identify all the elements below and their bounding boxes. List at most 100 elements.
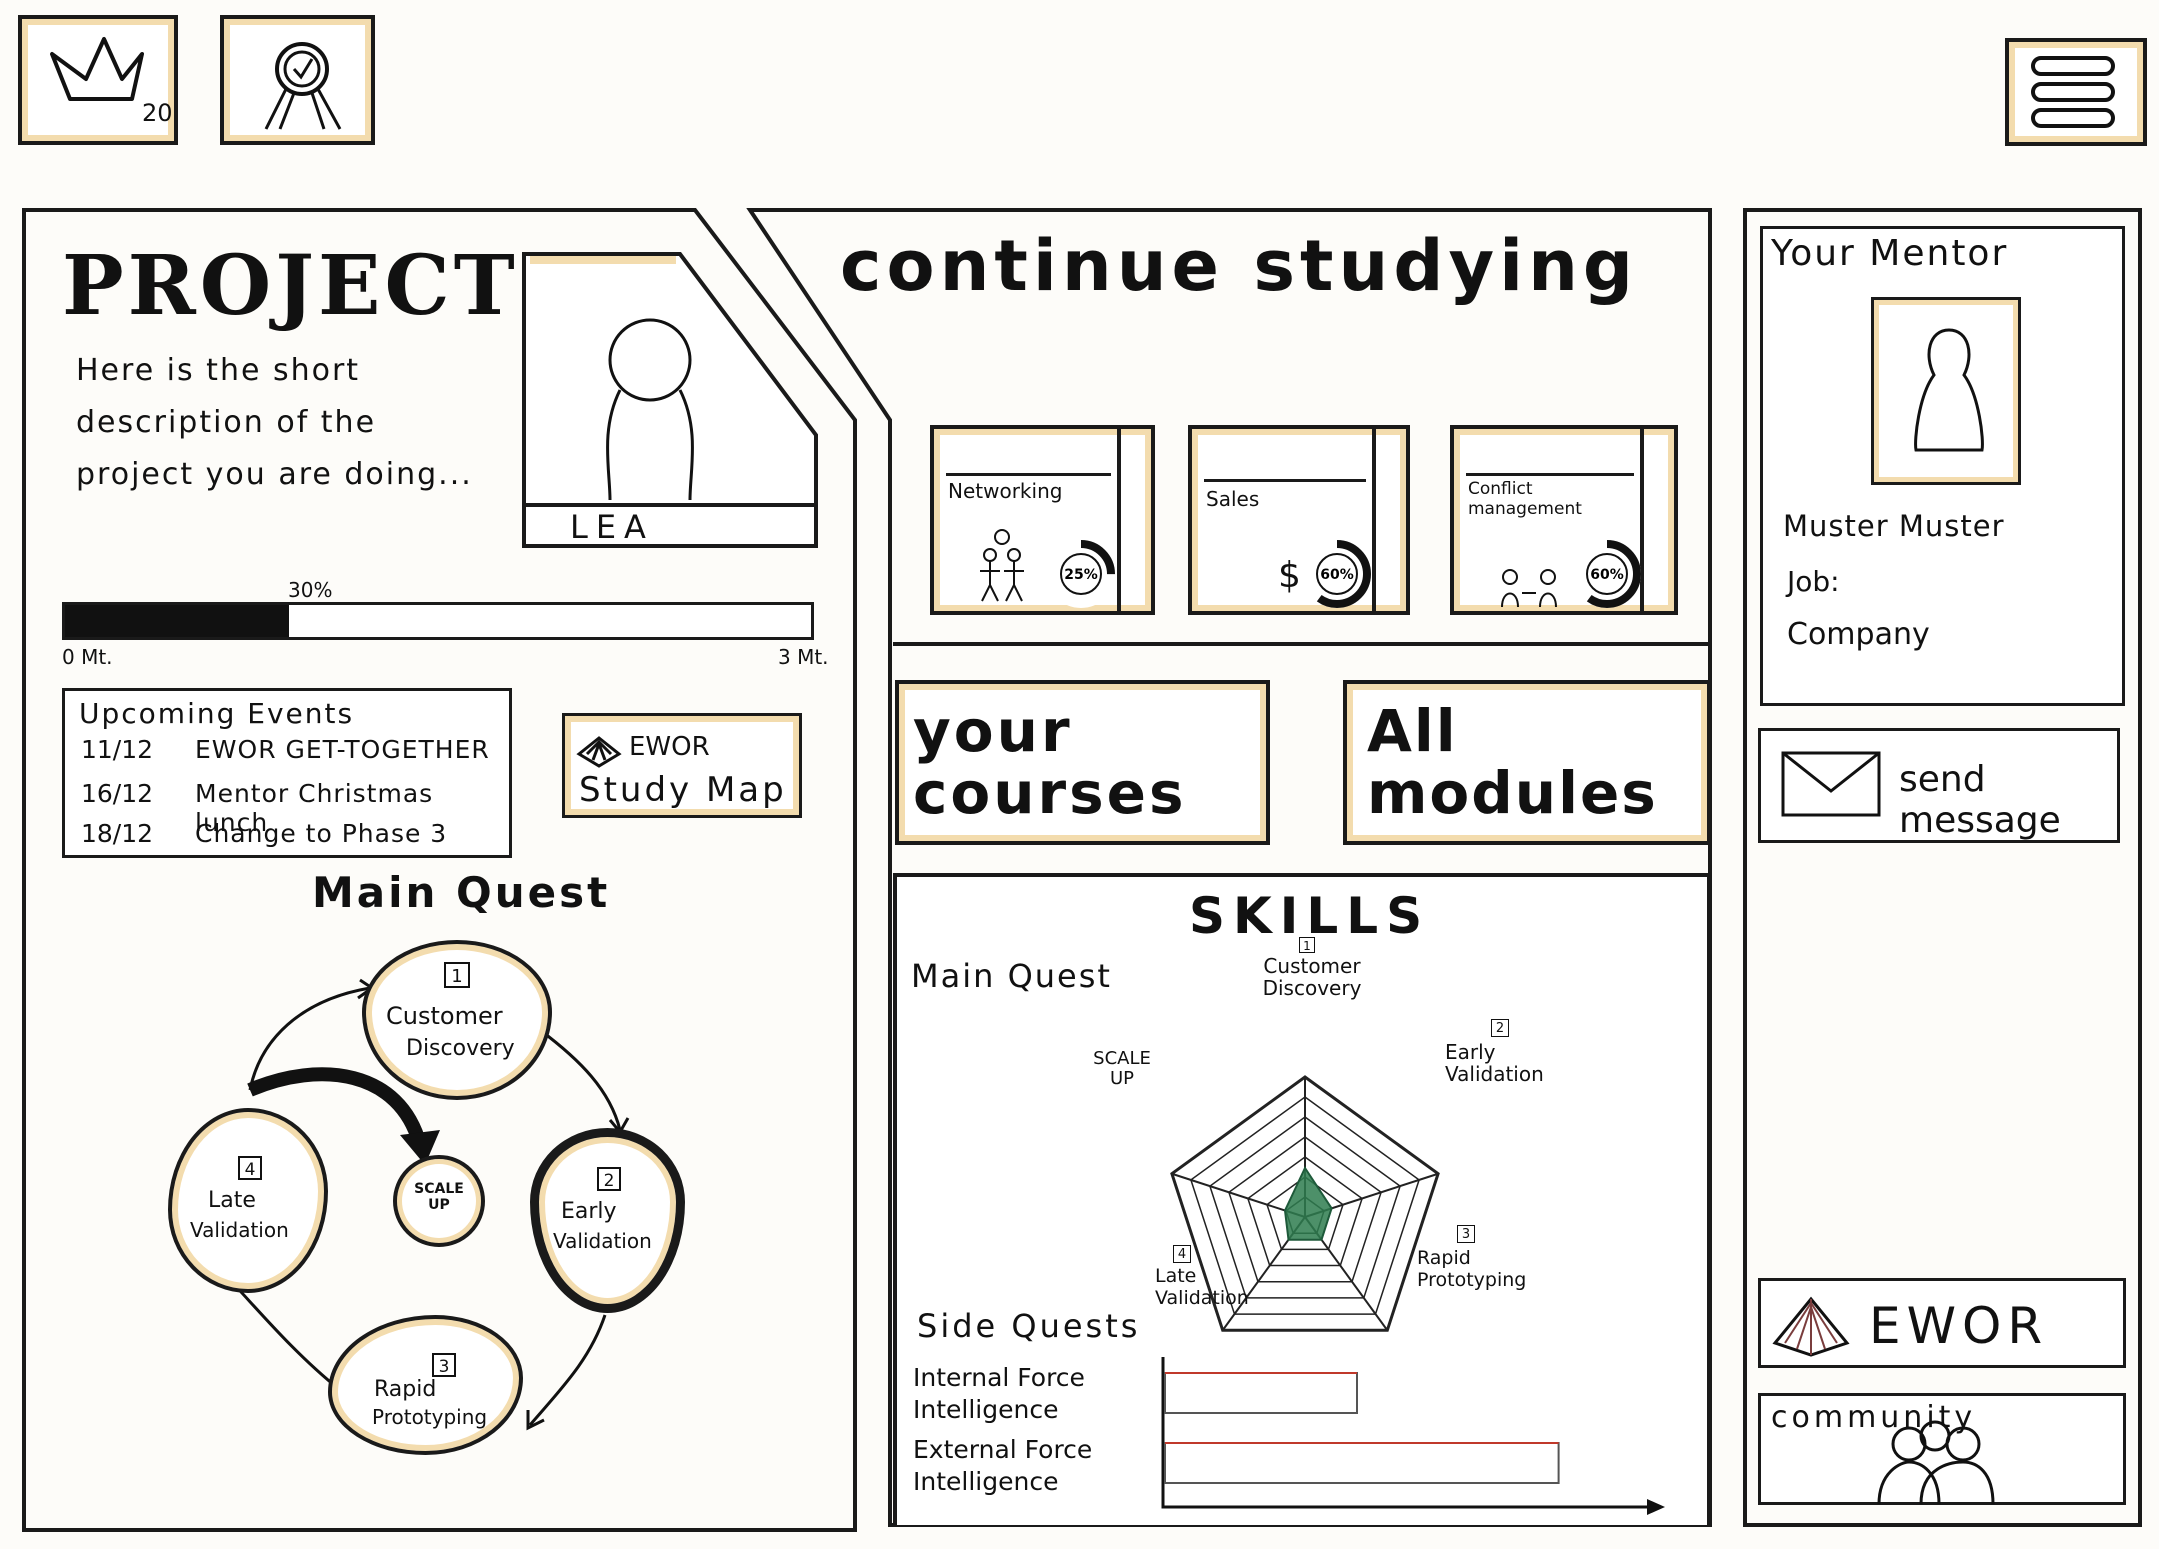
stage-number: 1 (444, 962, 470, 988)
quest-stage-rapid-prototyping[interactable]: 3 Rapid Prototyping (328, 1315, 523, 1455)
axis-label-scale-up: SCALE UP (1093, 1048, 1151, 1089)
quest-stage-early-validation[interactable]: 2 Early Validation (530, 1128, 685, 1313)
stage-number: 3 (432, 1353, 456, 1377)
stage-label-line2: Validation (553, 1229, 652, 1253)
community-people-icon (1877, 1420, 1995, 1505)
team-member-card[interactable]: LEA (520, 250, 820, 550)
stage-label-line2: Validation (190, 1218, 289, 1242)
study-map-button[interactable]: EWOR Study Map (562, 713, 802, 818)
radar-grid-ring (1190, 1096, 1420, 1315)
axis-label-early-validation: Early Validation (1445, 1040, 1544, 1086)
card-rule (1466, 473, 1634, 476)
your-courses-label: your courses (913, 697, 1187, 827)
radar-skill-area (1283, 1165, 1333, 1241)
stage-label-line1: Early (561, 1199, 617, 1224)
side-quest-bar (1164, 1372, 1358, 1414)
radar-grid-ring (1228, 1136, 1382, 1283)
radar-axis-line (1171, 1172, 1306, 1218)
mentor-job-label: Job: (1787, 565, 1840, 598)
your-courses-button[interactable]: your courses (895, 680, 1270, 845)
side-quest-axis-arrow (1647, 1499, 1665, 1515)
quest-stage-customer-discovery[interactable]: 1 Customer Discovery (362, 940, 552, 1100)
stage-number: 2 (597, 1167, 621, 1191)
stage-label-line2: Prototyping (372, 1405, 488, 1429)
upcoming-events-panel: Upcoming Events 11/12 EWOR GET-TOGETHER … (62, 688, 512, 858)
event-name: Change to Phase 3 (195, 819, 448, 848)
crown-icon (50, 37, 144, 101)
stage-number: 4 (238, 1156, 262, 1180)
send-message-button[interactable]: send message (1758, 728, 2120, 843)
axis-label-customer-discovery: Customer Discovery (1262, 954, 1362, 1000)
ewor-link-button[interactable]: EWOR (1758, 1278, 2126, 1368)
menu-button[interactable] (2005, 38, 2147, 146)
course-progress-label: 60% (1320, 567, 1354, 583)
study-map-label: Study Map (579, 770, 787, 810)
radar-grid-ring (1247, 1156, 1363, 1267)
axis-number: 4 (1173, 1245, 1191, 1263)
mentor-title: Your Mentor (1771, 233, 2009, 274)
achievement-badge[interactable] (220, 15, 375, 145)
people-conflict-icon (1501, 569, 1557, 608)
study-map-brand: EWOR (629, 732, 710, 762)
crown-badge[interactable]: 20 (18, 15, 178, 145)
dollar-icon: $ (1278, 555, 1301, 596)
course-progress-donut: 60% (1573, 540, 1641, 608)
skills-panel: SKILLS Main Quest 1 Customer Discovery 2… (893, 873, 1711, 1525)
card-edge (1640, 429, 1674, 611)
main-quest-title: Main Quest (312, 868, 611, 917)
stage-label-line2: Discovery (406, 1036, 515, 1061)
progress-start-label: 0 Mt. (62, 645, 113, 669)
continue-studying-title: continue studying (840, 225, 1639, 307)
course-name: Sales (1206, 487, 1260, 511)
scale-up-line1: SCALE (414, 1181, 464, 1197)
progress-percent-label: 30% (288, 578, 333, 602)
project-progress-bar (62, 602, 814, 640)
upcoming-events-title: Upcoming Events (79, 697, 355, 730)
course-card-networking[interactable]: Networking 25% (930, 425, 1155, 615)
side-quests-label: Side Quests (917, 1307, 1141, 1345)
radar-grid-ring (1266, 1176, 1344, 1251)
community-link-button[interactable]: community (1758, 1393, 2126, 1505)
skills-main-quest-label: Main Quest (911, 957, 1112, 995)
course-progress-label: 60% (1590, 567, 1624, 583)
axis-number: 3 (1457, 1225, 1475, 1243)
radar-grid-ring (1209, 1116, 1401, 1299)
event-date: 18/12 (81, 819, 154, 848)
team-member-frame (522, 252, 818, 548)
stage-label-line1: Customer (386, 1002, 503, 1030)
event-row[interactable]: 11/12 EWOR GET-TOGETHER (65, 735, 509, 779)
radar-grid-ring (1170, 1075, 1440, 1332)
quest-stage-late-validation[interactable]: 4 Late Validation (168, 1108, 328, 1293)
event-name: Mentor Christmas lunch (195, 779, 434, 837)
project-progress-fill (65, 605, 289, 637)
stage-label-line1: Rapid (374, 1377, 437, 1402)
mentor-company-label: Company (1787, 617, 1930, 652)
course-cards-frame (893, 418, 1711, 646)
crown-count: 20 (142, 99, 173, 127)
course-progress-donut: 60% (1303, 540, 1371, 608)
side-quest-label-line1: Internal Force (913, 1363, 1085, 1392)
ewor-link-label: EWOR (1869, 1297, 2049, 1355)
person-avatar-icon (1914, 328, 1984, 452)
quest-stage-scale-up[interactable]: SCALE UP (393, 1155, 485, 1247)
envelope-icon (1781, 751, 1881, 817)
course-card-conflict-management[interactable]: Conflict management 60% (1450, 425, 1678, 615)
event-row[interactable]: 16/12 Mentor Christmas lunch (65, 779, 509, 837)
side-quest-label-line2: Intelligence (913, 1467, 1059, 1496)
card-rule (946, 473, 1111, 476)
card-edge (1372, 429, 1406, 611)
all-modules-label: All modules (1367, 697, 1658, 827)
side-quest-label-line2: Intelligence (913, 1395, 1059, 1424)
event-row[interactable]: 18/12 Change to Phase 3 (65, 819, 509, 863)
axis-label-rapid-prototyping: Rapid Prototyping (1417, 1247, 1527, 1291)
course-card-sales[interactable]: Sales $ 60% (1188, 425, 1410, 615)
side-quests-bar-chart (1161, 1357, 1665, 1515)
stage-label-line1: Late (208, 1188, 256, 1213)
course-progress-label: 25% (1064, 567, 1098, 583)
hamburger-menu-icon (2031, 56, 2115, 128)
all-modules-button[interactable]: All modules (1343, 680, 1711, 845)
axis-number: 1 (1299, 937, 1315, 953)
send-message-label: send message (1899, 759, 2061, 841)
event-name: EWOR GET-TOGETHER (195, 735, 490, 764)
